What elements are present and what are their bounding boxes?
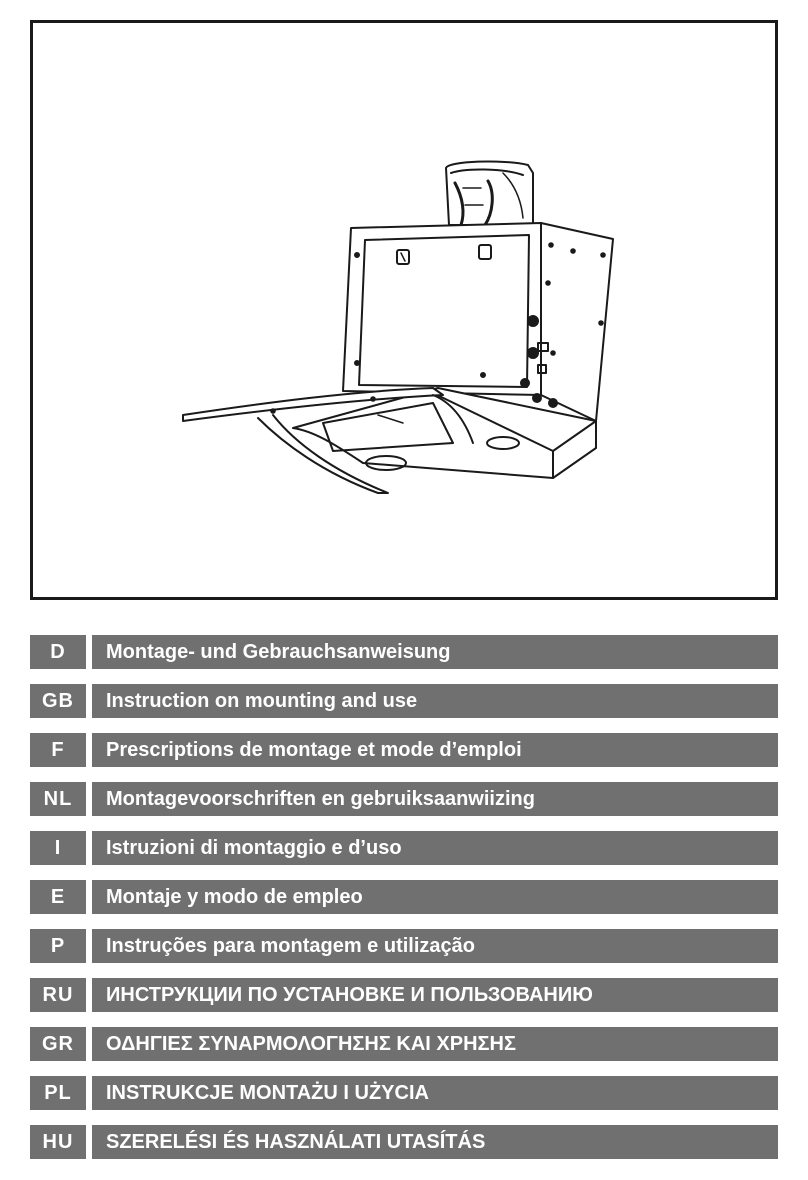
language-code: RU <box>30 978 86 1012</box>
language-row-gr: GR ΟΔΗΓΙΕΣ ΣΥΝΑΡΜΟΛΟΓΗΣΗΣ ΚΑΙ ΧΡΗΣΗΣ <box>30 1027 778 1061</box>
hood-side-panel <box>520 222 614 422</box>
cooker-hood-illustration <box>182 160 614 494</box>
language-row-ru: RU ИНСТРУКЦИИ ПО УСТАНОВКЕ И ПОЛЬЗОВАНИЮ <box>30 978 778 1012</box>
language-row-hu: HU SZERELÉSI ÉS HASZNÁLATI UTASÍTÁS <box>30 1125 778 1159</box>
illustration-frame <box>30 20 778 600</box>
language-row-gb: GB Instruction on mounting and use <box>30 684 778 718</box>
language-title: Prescriptions de montage et mode d’emplo… <box>92 733 778 767</box>
language-title: INSTRUKCJE MONTAŻU I UŻYCIA <box>92 1076 778 1110</box>
glass-front-panel <box>182 387 474 494</box>
hood-body <box>342 222 542 396</box>
language-title: ИНСТРУКЦИИ ПО УСТАНОВКЕ И ПОЛЬЗОВАНИЮ <box>92 978 778 1012</box>
language-code: E <box>30 880 86 914</box>
language-row-p: P Instruções para montagem e utilização <box>30 929 778 963</box>
language-title: Istruzioni di montaggio e d’uso <box>92 831 778 865</box>
language-row-pl: PL INSTRUKCJE MONTAŻU I UŻYCIA <box>30 1076 778 1110</box>
language-code: HU <box>30 1125 86 1159</box>
language-code: NL <box>30 782 86 816</box>
language-title: Montaje y modo de empleo <box>92 880 778 914</box>
language-code: GR <box>30 1027 86 1061</box>
language-row-i: I Istruzioni di montaggio e d’uso <box>30 831 778 865</box>
language-row-f: F Prescriptions de montage et mode d’emp… <box>30 733 778 767</box>
hood-canopy <box>292 387 597 479</box>
language-code: GB <box>30 684 86 718</box>
language-title: Instruções para montagem e utilização <box>92 929 778 963</box>
language-code: F <box>30 733 86 767</box>
language-title: Instruction on mounting and use <box>92 684 778 718</box>
language-code: PL <box>30 1076 86 1110</box>
language-code: I <box>30 831 86 865</box>
language-title: ΟΔΗΓΙΕΣ ΣΥΝΑΡΜΟΛΟΓΗΣΗΣ ΚΑΙ ΧΡΗΣΗΣ <box>92 1027 778 1061</box>
language-code: D <box>30 635 86 669</box>
language-title: Montage- und Gebrauchsanweisung <box>92 635 778 669</box>
chimney-part <box>445 160 534 227</box>
language-title: Montagevoorschriften en gebruiksaanwiizi… <box>92 782 778 816</box>
language-row-nl: NL Montagevoorschriften en gebruiksaanwi… <box>30 782 778 816</box>
language-code: P <box>30 929 86 963</box>
language-title: SZERELÉSI ÉS HASZNÁLATI UTASÍTÁS <box>92 1125 778 1159</box>
language-row-d: D Montage- und Gebrauchsanweisung <box>30 635 778 669</box>
language-row-e: E Montaje y modo de empleo <box>30 880 778 914</box>
